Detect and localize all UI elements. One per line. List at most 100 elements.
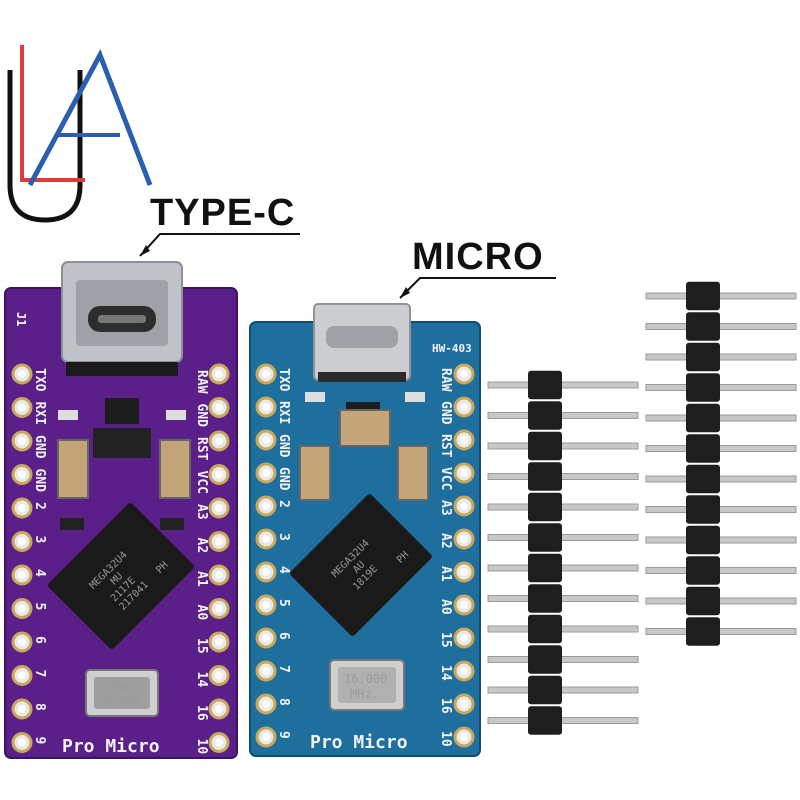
left-pin-label: 9 <box>276 731 291 739</box>
pin-hole-center <box>262 634 270 642</box>
right-pin-label: RAW <box>438 368 453 392</box>
purple-board-name: Pro Micro <box>62 736 160 757</box>
pin-hole-center <box>262 403 270 411</box>
pin-hole-center <box>18 571 26 579</box>
header-pin-body <box>686 342 720 372</box>
pin-hole-center <box>262 733 270 741</box>
left-pin-label: 7 <box>276 665 291 673</box>
pin-hole-center <box>18 604 26 613</box>
left-pin-label: 5 <box>276 599 291 607</box>
left-pin-label: 4 <box>276 566 291 574</box>
right-pin-label: VCC <box>194 471 209 494</box>
pin-hole-center <box>215 604 223 613</box>
right-pin-label: A1 <box>194 571 209 587</box>
header-pin <box>487 595 639 602</box>
pin-hole-center <box>460 733 468 741</box>
pin-hole-center <box>460 403 468 411</box>
microcontroller-chip: MEGA32U4 MU 2117E 217041 PH <box>47 502 195 650</box>
right-pin-label: 15 <box>194 638 209 654</box>
right-pin-label: 14 <box>194 672 209 688</box>
left-pin-label: 2 <box>32 502 47 510</box>
header-pin-body <box>528 462 562 491</box>
pin-hole-center <box>215 470 223 479</box>
header-pin <box>645 414 797 422</box>
left-pin-label: GND <box>276 467 291 491</box>
header-pin-body <box>528 370 562 400</box>
right-pin-label: 14 <box>438 665 453 681</box>
left-pin-label: 6 <box>32 636 47 644</box>
header-pin <box>487 412 639 419</box>
pin-hole-center <box>215 671 223 680</box>
pin-hole-center <box>18 671 26 680</box>
header-pin <box>487 656 639 663</box>
left-pin-label: TXO <box>32 368 47 392</box>
type-c-annotation: TYPE-C <box>150 192 296 234</box>
header-pin <box>487 717 639 724</box>
crystal-oscillator: ZHN 16.000 <box>85 669 159 717</box>
left-pin-label: RXI <box>32 402 47 425</box>
pin-hole-center <box>18 437 26 445</box>
pin-hole-center <box>460 436 468 444</box>
pin-hole-center <box>215 738 223 747</box>
right-pin-label: A0 <box>194 605 209 621</box>
right-pin-label: 16 <box>438 698 453 714</box>
left-pin-label: 4 <box>32 569 47 577</box>
pin-header-2 <box>645 281 797 646</box>
header-pin-body <box>686 464 720 494</box>
pin-hole-center <box>18 638 26 646</box>
pin-hole-center <box>215 437 223 445</box>
pin-hole-center <box>460 469 468 477</box>
right-pin-label: 10 <box>194 739 209 755</box>
crystal-oscillator: 16.000 MHz. <box>329 659 405 711</box>
microcontroller-chip: MEGA32U4 AU 1819E PH <box>290 494 432 636</box>
left-pin-label: 9 <box>32 737 47 745</box>
right-pin-label: VCC <box>438 467 453 490</box>
header-pin-body <box>528 553 562 583</box>
pin-hole-center <box>215 537 223 546</box>
pin-hole-center <box>215 403 223 412</box>
pin-hole-center <box>262 535 270 543</box>
header-pin-body <box>528 523 562 552</box>
pin-hole-center <box>262 568 270 576</box>
header-pin-body <box>686 434 720 463</box>
left-pin-label: 5 <box>32 603 47 611</box>
header-pin-body <box>686 373 720 402</box>
right-pin-label: A3 <box>438 500 453 516</box>
pin-hole-center <box>18 403 26 412</box>
type-c-arrow <box>139 233 300 257</box>
header-pin-body <box>686 281 720 311</box>
crystal-marking-1: 16.000 <box>344 672 387 686</box>
left-pin-label: 8 <box>32 703 47 711</box>
header-label: J1 <box>14 312 28 326</box>
right-pin-label: 10 <box>438 731 453 747</box>
crystal-marking-2: 16.000 <box>104 695 140 706</box>
header-pin <box>645 323 797 330</box>
header-pin <box>645 384 797 391</box>
header-pin-body <box>528 706 562 735</box>
pin-hole-center <box>262 601 270 609</box>
right-pin-label: 16 <box>194 705 209 721</box>
header-pin <box>645 353 797 361</box>
pin-hole-center <box>215 571 223 579</box>
crystal-marking-2: MHz. <box>350 687 379 701</box>
pin-hole-center <box>460 601 468 609</box>
pin-hole-center <box>460 535 468 543</box>
header-pin <box>487 534 639 541</box>
pin-hole-center <box>460 370 468 378</box>
right-pin-label: A3 <box>194 504 209 520</box>
pin-header-1 <box>487 370 639 735</box>
pin-hole-center <box>215 705 223 713</box>
pin-hole-center <box>262 667 270 675</box>
pin-hole-center <box>18 370 26 378</box>
pin-hole-center <box>215 638 223 646</box>
micro-usb-connector <box>313 303 411 382</box>
header-pin <box>645 292 797 300</box>
header-pin <box>487 442 639 450</box>
right-pin-label: GND <box>194 404 209 428</box>
micro-annotation: MICRO <box>412 236 544 278</box>
right-pin-label: A2 <box>194 538 209 554</box>
right-pin-label: 15 <box>438 632 453 648</box>
header-pin-body <box>528 431 562 461</box>
right-pin-label: RAW <box>194 370 209 394</box>
